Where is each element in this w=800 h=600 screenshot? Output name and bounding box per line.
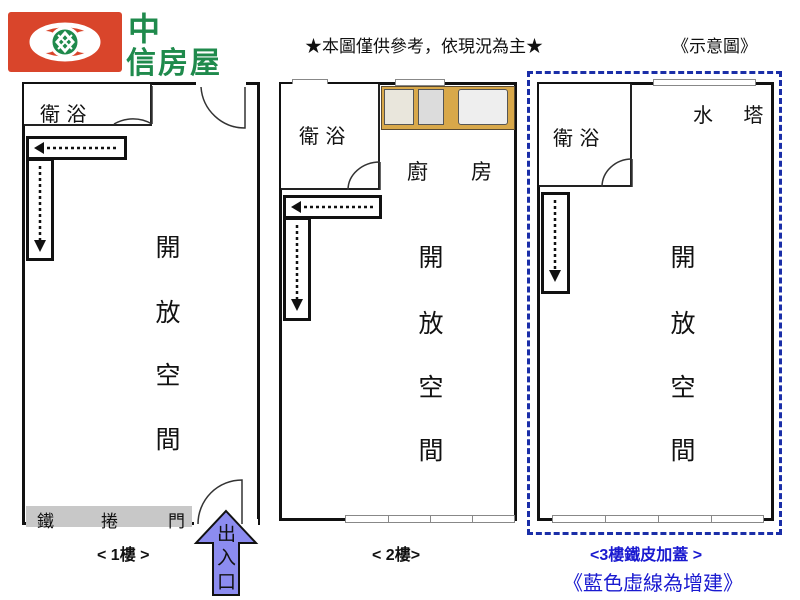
window-divider	[388, 515, 389, 523]
floor1-bathroom-label: 衛 浴	[40, 102, 87, 126]
floor3-bath-door-icon	[601, 158, 633, 188]
floor2-top-window	[395, 79, 445, 86]
floor3-open-space-char: 空	[670, 373, 696, 402]
floor2-label: < 2樓>	[372, 547, 421, 564]
floor3-bathroom-label: 衛 浴	[553, 126, 600, 150]
floor2-open-space-char: 放	[418, 309, 444, 338]
brand-name-bottom: 信房屋	[126, 46, 222, 81]
window-divider	[430, 515, 431, 523]
floor1-bath-door-icon	[113, 86, 153, 125]
entrance-label-char: 出	[217, 523, 237, 545]
floor3-water-tower-label: 水 塔	[693, 103, 776, 127]
floor2-open-space-char: 間	[418, 436, 444, 465]
addition-legend-note: 《藍色虛線為增建》	[563, 571, 743, 595]
floor1-shutter-char: 門	[168, 512, 185, 532]
floor3-top-window	[653, 79, 756, 86]
floor3-addition-dashed-border	[527, 71, 782, 535]
window-divider	[658, 515, 659, 523]
floor1-label: < 1樓 >	[97, 547, 150, 564]
brand-name-top: 中	[128, 10, 161, 48]
floor2-kitchen-char: 廚	[407, 160, 428, 184]
floor3-bathroom	[539, 84, 632, 187]
floor1-stair-arrow-down-icon	[34, 166, 46, 252]
floor2-open-space-char: 空	[418, 373, 444, 402]
entrance-label-char: 入	[217, 547, 237, 569]
floor3-open-space-char: 間	[670, 436, 696, 465]
floor1-shutter-char: 鐵	[37, 512, 54, 532]
floor2-kitchen-char: 房	[471, 160, 492, 184]
floor1-entry-door-icon	[200, 86, 246, 129]
floor3-stair-arrow-down-icon	[549, 200, 561, 282]
floor2-bath-door-icon	[347, 161, 381, 191]
floor2-stair-arrow-left-icon	[291, 201, 373, 213]
floor1-open-space-char: 空	[155, 361, 181, 390]
floor2-bathroom	[281, 84, 380, 190]
window-divider	[472, 515, 473, 523]
company-logo	[8, 12, 122, 72]
floor1-entry-gap	[196, 78, 246, 86]
diagram-tag: 《示意圖》	[672, 37, 757, 57]
window-divider	[605, 515, 606, 523]
floor2-bathroom-label: 衛 浴	[299, 124, 346, 148]
entrance-arrow-icon	[193, 509, 259, 596]
floor3-open-space-char: 放	[670, 309, 696, 338]
floor1-open-space-char: 間	[155, 425, 181, 454]
floor3-open-space-char: 開	[670, 243, 696, 272]
floor3-label: <3樓鐵皮加蓋 >	[590, 547, 703, 564]
logo-emblem-icon	[29, 22, 101, 62]
disclaimer-note: ★本圖僅供參考，依現況為主★	[305, 37, 543, 57]
floor1-open-space-char: 放	[155, 298, 181, 327]
floor2-open-space-char: 開	[418, 243, 444, 272]
floor1-stair-arrow-left-icon	[34, 142, 116, 154]
floor1-shutter-char: 捲	[101, 512, 118, 532]
floor2-stair-arrow-down-icon	[291, 225, 303, 311]
floor2-fridge-icon	[458, 89, 508, 125]
floor2-stove-icon	[418, 89, 444, 125]
floor2-sink-icon	[384, 89, 414, 125]
floor1-front-door-icon	[197, 479, 243, 525]
floor1-outline	[22, 82, 260, 525]
entrance-label-char: 口	[217, 571, 237, 593]
floor1-open-space-char: 開	[155, 233, 181, 262]
window-divider	[711, 515, 712, 523]
floor1-iron-shutter	[26, 506, 192, 527]
